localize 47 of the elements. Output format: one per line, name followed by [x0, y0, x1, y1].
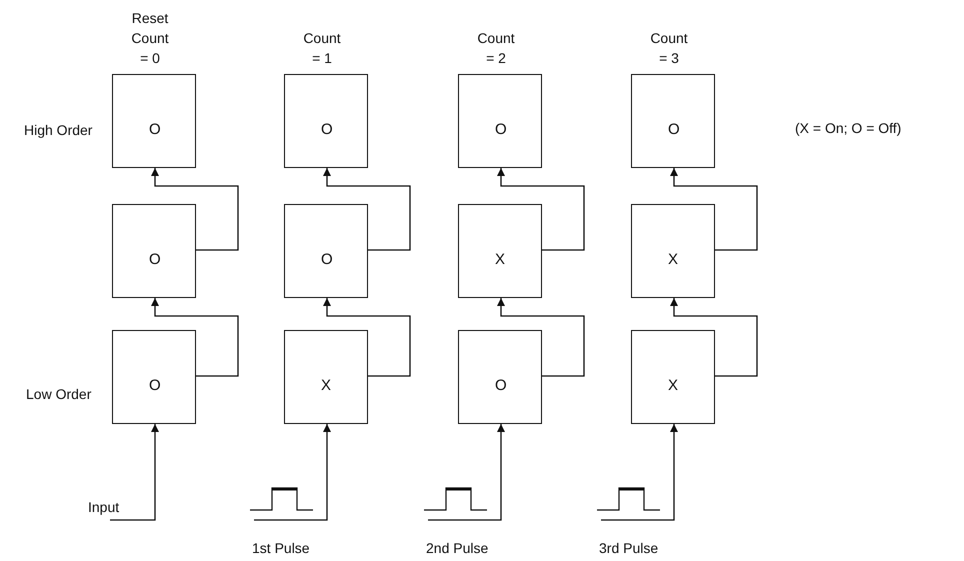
row-label: Low Order: [26, 385, 92, 404]
flip-flop-box: [112, 330, 196, 424]
flip-flop-box: [631, 330, 715, 424]
pulse-label: 2nd Pulse: [426, 539, 488, 558]
flip-flop-box: [284, 74, 368, 168]
arrow: [151, 168, 239, 251]
count-heading: Reset Count = 0: [130, 9, 170, 68]
pulse-label: 1st Pulse: [252, 539, 310, 558]
state-mark: O: [149, 377, 161, 395]
arrow: [497, 298, 585, 377]
state-mark: O: [495, 121, 507, 139]
arrow: [151, 298, 239, 377]
state-mark: X: [495, 251, 506, 269]
count-heading: Count = 3: [649, 29, 689, 68]
arrow: [497, 168, 585, 251]
count-heading: Count = 1: [302, 29, 342, 68]
row-label: High Order: [24, 121, 92, 140]
pulse-label: 3rd Pulse: [599, 539, 658, 558]
arrow: [670, 298, 758, 377]
arrow: [110, 424, 159, 521]
flip-flop-box: [458, 330, 542, 424]
state-mark: O: [668, 121, 680, 139]
flip-flop-box: [631, 204, 715, 298]
state-mark: X: [321, 377, 332, 395]
flip-flop-box: [458, 74, 542, 168]
flip-flop-box: [284, 204, 368, 298]
state-mark: X: [668, 377, 678, 395]
state-mark: O: [321, 251, 333, 269]
arrow: [323, 168, 411, 251]
input-label: Input: [88, 497, 120, 517]
flip-flop-box: [112, 204, 196, 298]
flip-flop-box: [284, 330, 368, 424]
arrow: [323, 298, 411, 377]
arrow: [254, 424, 331, 521]
legend-note: (X = On; O = Off): [795, 119, 902, 138]
flip-flop-box: [458, 204, 542, 298]
state-mark: O: [321, 121, 333, 139]
arrow: [601, 424, 678, 521]
state-mark: O: [495, 377, 507, 395]
state-mark: O: [149, 121, 161, 139]
flip-flop-box: [112, 74, 196, 168]
arrow: [670, 168, 758, 251]
state-mark: O: [149, 251, 161, 269]
flip-flop-box: [631, 74, 715, 168]
arrow: [428, 424, 505, 521]
state-mark: X: [668, 251, 678, 269]
count-heading: Count = 2: [476, 29, 516, 68]
